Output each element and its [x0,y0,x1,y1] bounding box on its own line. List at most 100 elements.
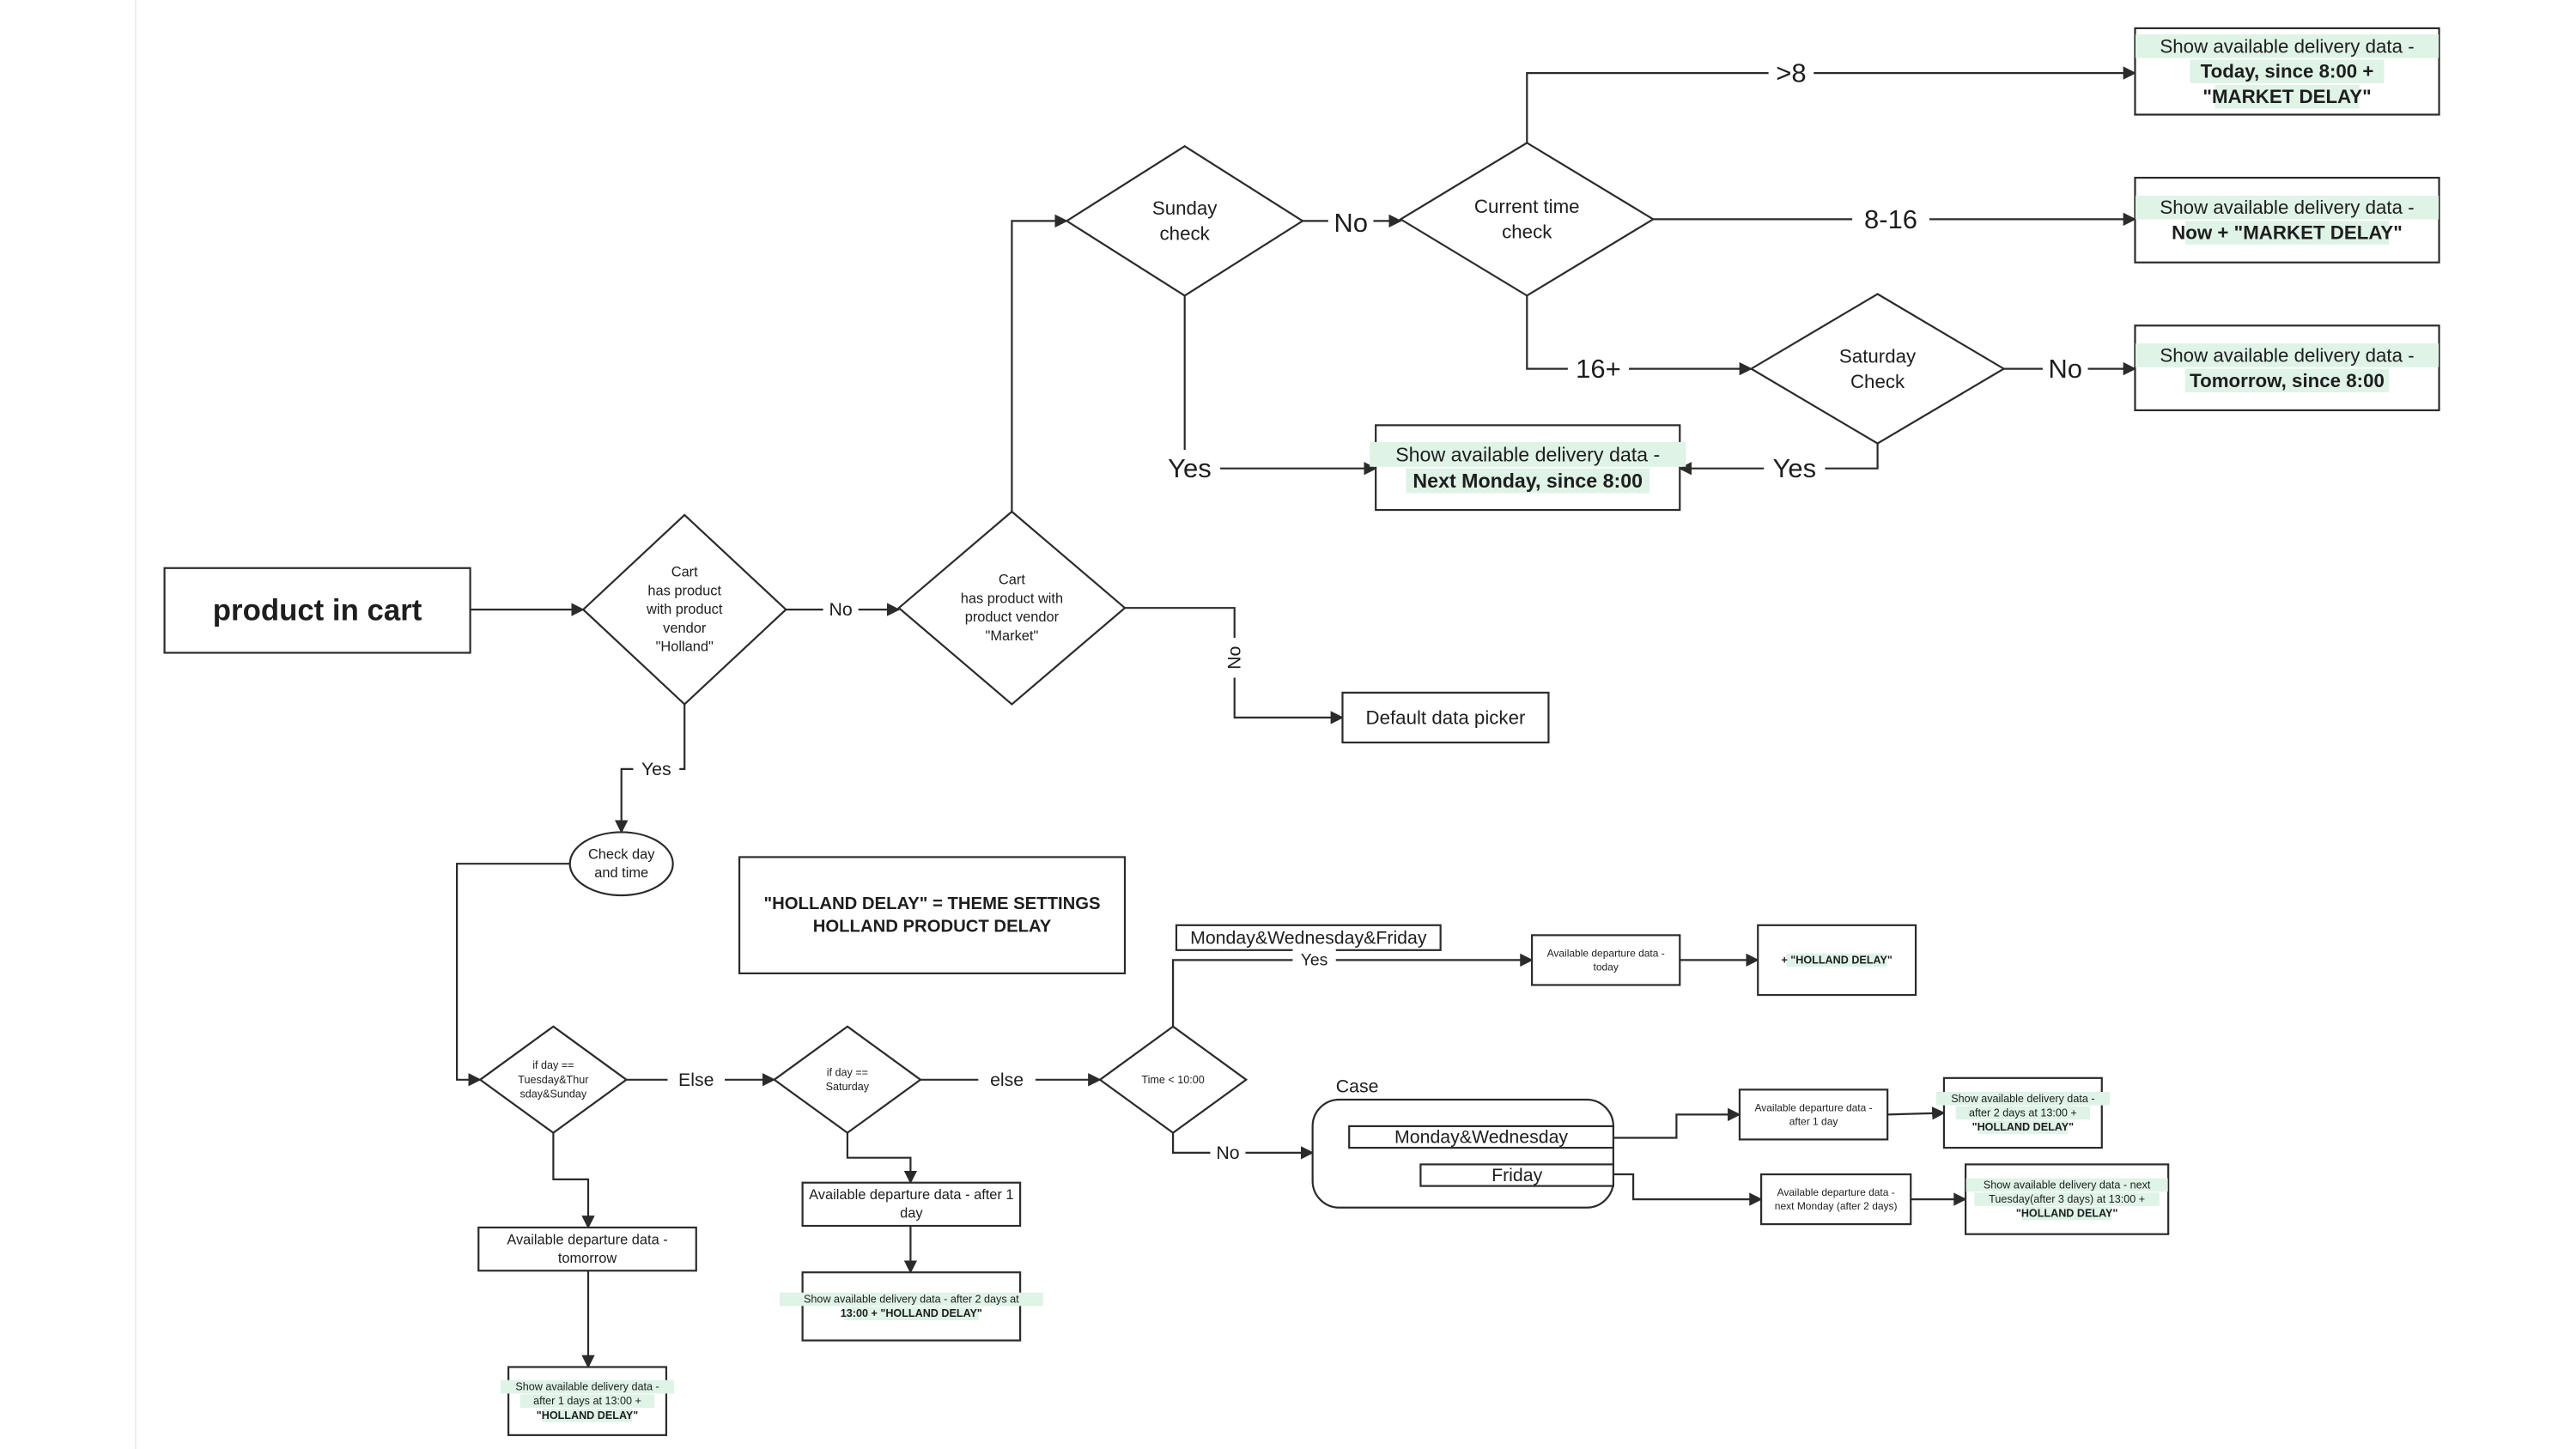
connector-arrow-21 [1172,1132,1315,1160]
title-box [163,567,471,654]
delivery-next-tuesday-box-highlight [1965,1178,2168,1192]
delivery-today-box-highlight [2215,84,2360,109]
else-label-bg [667,1066,726,1093]
else-label-lower: else [990,1070,1024,1090]
sunday-yes-label: Yes [1168,453,1212,483]
else-label-lower-bg [978,1066,1036,1093]
connector-arrow-7 [1526,295,1753,376]
range-16-plus-label-bg [1567,349,1630,388]
holland-no-label-bg [823,597,859,623]
delivery-next-tuesday-box-line: Tuesday(after 3 days) at 13:00 + [1989,1193,2145,1205]
delivery-next-monday-box-line: Show available delivery data - [1395,443,1660,465]
delivery-now-box-line: Now + "MARKET DELAY" [2172,222,2403,244]
time-yes-label: Yes [1301,950,1328,969]
range-8-16-label: 8-16 [1864,204,1917,234]
gt8-label: >8 [1776,58,1806,88]
delivery-today-box-highlight [2190,59,2385,84]
delivery-now-box-line: Show available delivery data - [2160,197,2414,218]
if-tue-thu-sun-diamond [478,1025,629,1135]
delivery-after-2-days-box-line: Show available delivery data - [1951,1093,2094,1105]
current-time-check-diamond-line: check [1502,221,1552,243]
case-mon-wed-box [1348,1125,1614,1149]
gt8-label-bg [1768,54,1814,92]
delivery-after-2-days-box-highlight [1935,1092,2110,1106]
saturday-yes-label: Yes [1773,453,1817,483]
delivery-next-monday-box [1375,424,1681,512]
holland-delay-definition-box-line: HOLLAND PRODUCT DELAY [813,918,1052,937]
delivery-after-1-day-box-line: "HOLLAND DELAY" [537,1410,639,1422]
delivery-after-1-day-box-line: after 1 days at 13:00 + [533,1395,641,1407]
mwf-label-box-line: Monday&Wednesday&Friday [1190,927,1427,948]
departure-after-1-day-saturday-box-line: Available departure data - after 1 [809,1187,1013,1203]
market-vendor-diamond-line: Cart [999,573,1025,588]
delivery-next-tuesday-box-line: Show available delivery data - next [1984,1179,2151,1191]
title-box-line: product in cart [213,594,422,627]
if-saturday-diamond [772,1025,922,1135]
sunday-no-label-bg [1327,203,1374,241]
delivery-after-2-days-box-line: after 2 days at 13:00 + [1969,1106,2077,1119]
time-yes-label-bg [1292,948,1336,972]
connector-arrow-13 [456,863,570,1087]
departure-after-1-day-saturday-box-line: day [900,1206,923,1222]
delivery-after-1-day-box-highlight [542,1408,633,1422]
delivery-after-2-days-saturday-box-line: 13:00 + "HOLLAND DELAY" [841,1307,982,1319]
delivery-next-tuesday-box-highlight [1974,1192,2160,1206]
holland-delay-output-box-line: + "HOLLAND DELAY" [1781,954,1892,966]
case-title: Case [1336,1076,1379,1096]
time-no-label: No [1216,1143,1239,1163]
sunday-check-diamond-line: Sunday [1152,197,1218,219]
departure-next-monday-box [1760,1173,1912,1226]
delivery-after-2-days-saturday-box-highlight [844,1307,979,1320]
check-day-time-ellipse [568,831,674,897]
holland-delay-output-box-highlight [1786,953,1887,967]
delivery-after-2-days-box-highlight [1955,1106,2091,1120]
delivery-tomorrow-box-highlight [2184,368,2390,393]
departure-tomorrow-box-line: Available departure data - [507,1232,667,1247]
delivery-after-2-days-box-line: "HOLLAND DELAY" [1972,1121,2075,1133]
delivery-next-tuesday-box-highlight [2022,1206,2112,1221]
default-data-picker-box [1341,691,1550,744]
saturday-check-diamond-line: Saturday [1839,345,1917,367]
case-container [1311,1098,1614,1209]
default-data-picker-box-line: Default data picker [1365,706,1525,728]
connector-arrow-3 [1011,214,1068,512]
holland-vendor-diamond [581,513,787,706]
holland-vendor-diamond-line: Cart [671,565,698,580]
departure-tomorrow-box [477,1226,697,1272]
connector-arrow-16 [552,1132,595,1229]
connector-arrow-9 [1678,443,1879,476]
time-no-label-bg [1210,1139,1246,1166]
sunday-check-diamond-line: check [1160,223,1211,245]
departure-today-box-line: Available departure data - [1547,948,1665,960]
connector-arrow-25 [1613,1173,1763,1206]
delivery-next-monday-box-line: Next Monday, since 8:00 [1413,470,1643,492]
delivery-today-box-line: "MARKET DELAY" [2202,86,2371,107]
holland-yes-label-bg [633,756,680,782]
holland-vendor-diamond-line: vendor [663,621,707,636]
departure-after-1-day-saturday-box [801,1181,1022,1228]
current-time-check-diamond-line: Current time [1474,196,1580,217]
delivery-after-1-day-box-line: Show available delivery data - [515,1381,659,1393]
delivery-after-2-days-saturday-box [801,1271,1022,1342]
delivery-after-1-day-box-highlight [519,1394,655,1408]
market-no-label: No [1224,646,1245,670]
delivery-now-box [2134,176,2440,264]
if-tue-thu-sun-diamond-line: sday&Sunday [519,1088,586,1100]
sunday-no-label: No [1334,208,1368,238]
delivery-today-box-line: Show available delivery data - [2160,35,2414,57]
holland-vendor-diamond-line: with product [646,602,723,617]
delivery-next-monday-box-highlight [1370,441,1686,467]
time-check-diamond-line: Time < 10:00 [1141,1074,1204,1086]
connector-arrow-23 [1613,1107,1741,1139]
connector-arrow-5 [1526,66,2137,143]
delivery-today-box-line: Today, since 8:00 + [2201,61,2374,82]
check-day-time-ellipse-line: Check day [588,846,655,862]
holland-no-label: No [829,599,852,620]
departure-today-box-line: today [1593,961,1618,973]
delivery-tomorrow-box-line: Show available delivery data - [2160,344,2414,366]
range-16-plus-label: 16+ [1576,354,1621,384]
delivery-next-tuesday-box-line: "HOLLAND DELAY" [2016,1208,2118,1220]
if-saturday-diamond-line: if day == [827,1066,868,1078]
holland-vendor-diamond-line: "Holland" [656,640,714,655]
